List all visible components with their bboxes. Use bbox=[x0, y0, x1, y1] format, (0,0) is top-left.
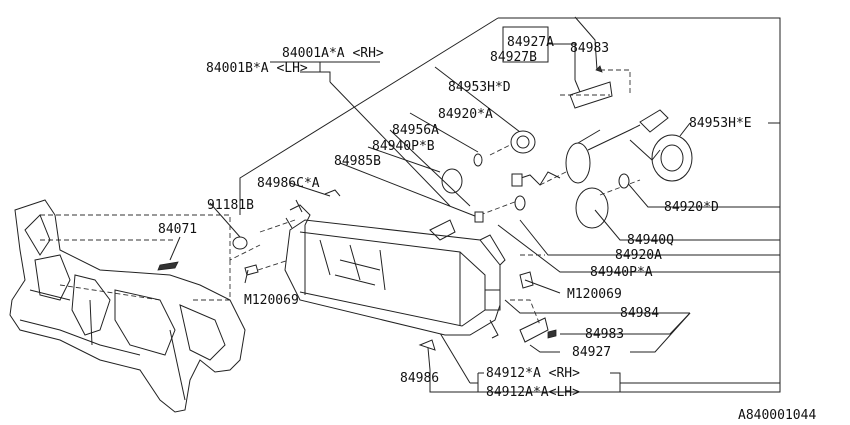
label-84001A-A-RH: 84001A*A <RH> bbox=[282, 46, 384, 61]
label-84940P-B: 84940P*B bbox=[372, 139, 435, 154]
label-M120069-right: M120069 bbox=[567, 287, 622, 302]
label-84984: 84984 bbox=[620, 306, 659, 321]
label-84912A-A-LH: 84912A*A<LH> bbox=[486, 385, 580, 400]
label-84956A: 84956A bbox=[392, 123, 439, 138]
label-84927B: 84927B bbox=[490, 50, 537, 65]
leader-lines bbox=[169, 16, 781, 393]
label-84940P-A: 84940P*A bbox=[590, 265, 653, 280]
label-84001B-A-LH: 84001B*A <LH> bbox=[206, 61, 308, 76]
label-84953H-D: 84953H*D bbox=[448, 80, 511, 95]
dashed-assembly-lines bbox=[40, 69, 641, 326]
label-84920A: 84920A bbox=[615, 248, 662, 263]
label-91181B: 91181B bbox=[207, 198, 254, 213]
label-84953H-E: 84953H*E bbox=[689, 116, 752, 131]
label-M120069-left: M120069 bbox=[244, 293, 299, 308]
label-84927A: 84927A bbox=[507, 35, 554, 50]
label-84940Q: 84940Q bbox=[627, 233, 674, 248]
label-84985B: 84985B bbox=[334, 154, 381, 169]
label-84071: 84071 bbox=[158, 222, 197, 237]
label-84920-D: 84920*D bbox=[664, 200, 719, 215]
headlamp-assembly bbox=[284, 199, 506, 339]
label-84986: 84986 bbox=[400, 371, 439, 386]
label-84912-A-RH: 84912*A <RH> bbox=[486, 366, 580, 381]
label-84983-top: 84983 bbox=[570, 41, 609, 56]
label-84986C-A: 84986C*A bbox=[257, 176, 320, 191]
label-84920-A: 84920*A bbox=[438, 107, 493, 122]
label-84927: 84927 bbox=[572, 345, 611, 360]
radiator-support-panel bbox=[9, 199, 246, 413]
diagram-id: A840001044 bbox=[738, 408, 816, 423]
callout-labels: 84001A*A <RH> 84001B*A <LH> 84927A 84927… bbox=[158, 35, 816, 423]
label-84983-bottom: 84983 bbox=[585, 327, 624, 342]
bulb-parts bbox=[232, 65, 693, 351]
